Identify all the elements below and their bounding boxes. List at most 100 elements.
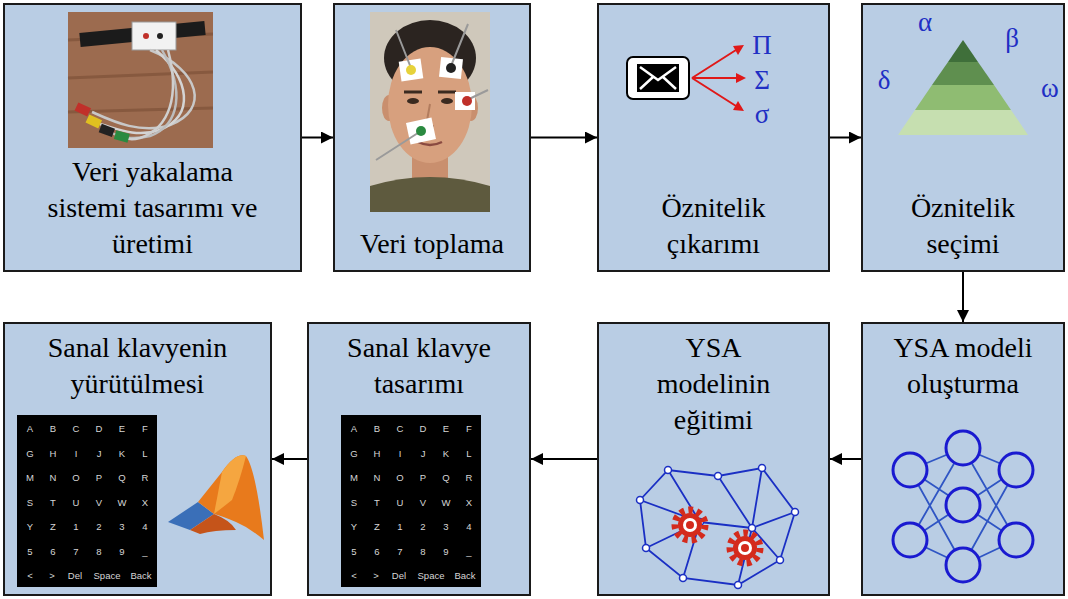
keyboard-key: 6 <box>50 545 55 556</box>
keyboard-key: Z <box>50 521 56 532</box>
keyboard-key: I <box>75 447 78 458</box>
keyboard-key: 4 <box>142 521 147 532</box>
greek-symbol: α <box>918 7 932 37</box>
keyboard-key: > <box>49 570 55 581</box>
keyboard-key: H <box>374 447 381 458</box>
box-label: Sanal klavyenin yürütülmesi <box>18 330 258 402</box>
keyboard-key: J <box>97 447 102 458</box>
keyboard-key: C <box>73 423 80 434</box>
keyboard-key: E <box>443 423 449 434</box>
keyboard-key: Space <box>94 570 121 581</box>
keyboard-key: M <box>26 472 34 483</box>
feature-extraction-icon <box>733 45 744 55</box>
sensor-photo <box>157 33 163 39</box>
matlab-logo <box>168 455 264 540</box>
subject-photo <box>462 96 472 106</box>
keyboard-key: B <box>374 423 380 434</box>
training-icon <box>741 544 749 552</box>
box-label: YSA modelinin eğitimi <box>634 330 794 438</box>
greek-symbol: β <box>1005 23 1019 53</box>
flow-arrow <box>531 137 597 139</box>
virtual-keyboard-screen <box>17 415 157 587</box>
virtual-keyboard-screen <box>17 415 481 587</box>
keyboard-key: Q <box>442 472 449 483</box>
sensor-photo <box>75 102 91 116</box>
training-icon <box>759 465 766 472</box>
keyboard-key: P <box>420 472 426 483</box>
subject-photo <box>441 98 453 104</box>
training-icon <box>730 533 760 563</box>
keyboard-key: O <box>396 472 403 483</box>
keyboard-key: P <box>96 472 102 483</box>
sensor-photo <box>99 124 115 137</box>
feature-pyramid <box>915 85 1011 110</box>
feature-pyramid <box>898 40 1028 135</box>
keyboard-key: R <box>466 472 473 483</box>
sensor-photo <box>68 12 213 148</box>
keyboard-key: 9 <box>443 545 448 556</box>
training-icon <box>675 510 705 540</box>
keyboard-key: 7 <box>73 545 78 556</box>
subject-photo <box>370 12 490 212</box>
greek-symbol: δ <box>878 65 891 95</box>
keyboard-key: Y <box>351 521 357 532</box>
subject-photo <box>376 24 488 160</box>
box-label: Veri toplama <box>337 226 527 262</box>
keyboard-key: Back <box>454 570 475 581</box>
keyboard-key: I <box>399 447 402 458</box>
keyboard-key: D <box>420 423 427 434</box>
neural-network-icon <box>893 523 927 557</box>
keyboard-key: V <box>420 496 426 507</box>
greek-symbol: Σ <box>754 65 770 95</box>
sensor-photo <box>132 22 176 50</box>
greek-symbol: Π <box>752 30 772 60</box>
keyboard-key: K <box>443 447 449 458</box>
flow-arrow <box>531 458 597 460</box>
keyboard-key: J <box>421 447 426 458</box>
subject-photo <box>446 63 456 73</box>
keyboard-key: < <box>27 570 33 581</box>
keyboard-key: 2 <box>96 521 101 532</box>
neural-network-icon <box>946 548 980 582</box>
keyboard-key: Del <box>392 570 406 581</box>
subject-photo <box>406 118 436 145</box>
neural-network-icon <box>893 453 927 487</box>
keyboard-key: A <box>27 423 33 434</box>
box-label: Öznitelik seçimi <box>883 190 1043 262</box>
feature-extraction-icon <box>733 101 744 111</box>
feature-pyramid <box>948 40 978 62</box>
keyboard-key: O <box>72 472 79 483</box>
keyboard-key: 6 <box>374 545 379 556</box>
keyboard-key: Y <box>27 521 33 532</box>
keyboard-key: F <box>466 423 472 434</box>
training-icon <box>738 541 752 555</box>
flow-arrow <box>272 458 307 460</box>
feature-extraction-icon <box>627 45 746 111</box>
training-icon <box>637 465 799 589</box>
training-icon <box>637 497 644 504</box>
feature-extraction-icon <box>692 50 738 106</box>
subject-photo <box>418 142 442 145</box>
keyboard-key: _ <box>142 545 147 556</box>
keyboard-key: X <box>142 496 148 507</box>
keyboard-key: X <box>466 496 472 507</box>
training-icon <box>637 465 799 589</box>
training-icon <box>733 536 757 560</box>
subject-photo <box>404 91 456 94</box>
keyboard-key: E <box>119 423 125 434</box>
keyboard-key: Z <box>374 521 380 532</box>
keyboard-key: 9 <box>119 545 124 556</box>
neural-network-icon <box>999 523 1033 557</box>
subject-photo <box>455 92 475 110</box>
training-icon <box>665 467 672 474</box>
box-label: Öznitelik çıkarımı <box>634 190 794 262</box>
virtual-keyboard-screen <box>341 415 481 587</box>
feature-extraction-icon <box>637 64 679 92</box>
keyboard-key: 2 <box>420 521 425 532</box>
matlab-logo <box>190 514 236 534</box>
greek-symbol: σ <box>755 99 770 129</box>
neural-network-icon <box>999 453 1033 487</box>
feature-extraction-icon <box>736 73 746 83</box>
training-icon <box>735 582 742 589</box>
